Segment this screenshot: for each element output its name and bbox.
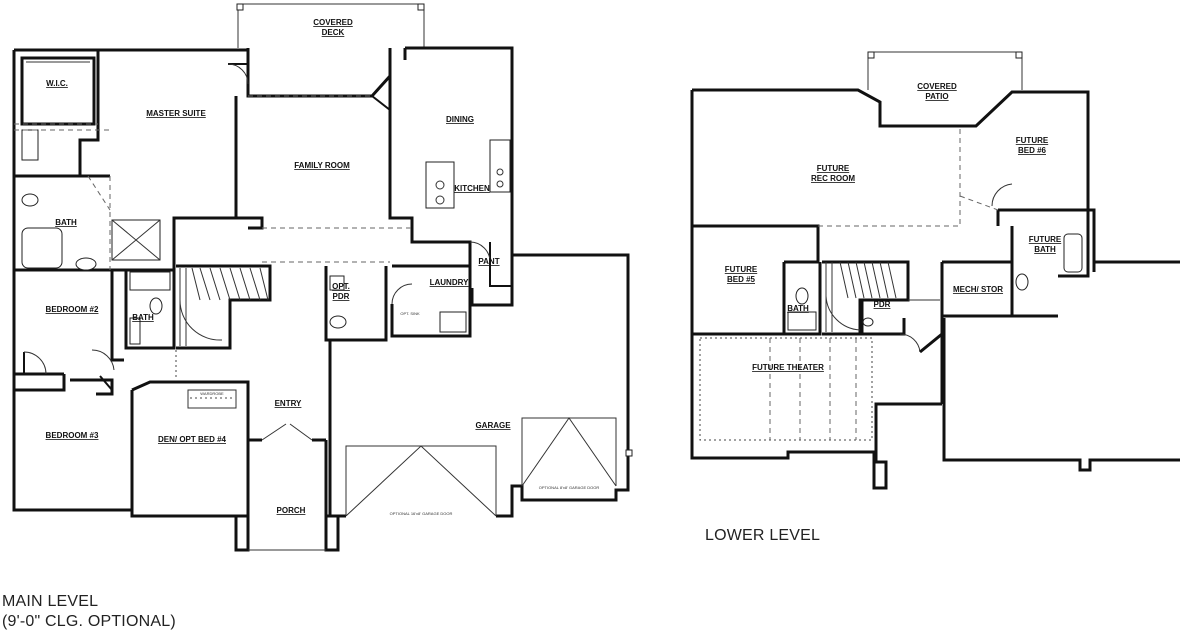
- label-garage: GARAGE: [475, 421, 511, 430]
- label-opt-pdr-line1: OPT.: [332, 282, 350, 291]
- label-covered-deck-line2: DECK: [322, 28, 345, 37]
- lower-level-labels: COVERED PATIO FUTURE REC ROOM FUTURE BED…: [725, 82, 1062, 372]
- label-porch: PORCH: [277, 506, 306, 515]
- label-lower-pdr: PDR: [874, 300, 891, 309]
- label-master-bath: BATH: [55, 218, 77, 227]
- label-covered-patio-line2: PATIO: [925, 92, 948, 101]
- label-rec-room-line1: FUTURE: [817, 164, 850, 173]
- lower-outer-wall: [692, 88, 1090, 210]
- label-den: DEN/ OPT BED #4: [158, 435, 227, 444]
- label-wardrobe: WARDROBE: [200, 391, 224, 396]
- label-laundry: LAUNDRY: [430, 278, 469, 287]
- label-entry: ENTRY: [275, 399, 302, 408]
- main-level-caption: MAIN LEVEL: [2, 593, 99, 610]
- label-wic: W.I.C.: [46, 79, 68, 88]
- label-pantry: PANT: [478, 257, 499, 266]
- label-master-suite: MASTER SUITE: [146, 109, 206, 118]
- label-dining: DINING: [446, 115, 474, 124]
- label-bath-2: BATH: [132, 313, 154, 322]
- label-family-room: FAMILY ROOM: [294, 161, 350, 170]
- label-bed-6-line2: BED #6: [1018, 146, 1047, 155]
- label-bed-5-line1: FUTURE: [725, 265, 758, 274]
- label-lower-bath: BATH: [787, 304, 809, 313]
- label-future-theater: FUTURE THEATER: [752, 363, 824, 372]
- label-future-bath-line2: BATH: [1034, 245, 1056, 254]
- label-covered-patio-line1: COVERED: [917, 82, 957, 91]
- main-level-labels: COVERED DECK W.I.C. MASTER SUITE FAMILY …: [46, 18, 600, 516]
- covered-deck-outline: [237, 3, 425, 48]
- label-bed-6-line1: FUTURE: [1016, 136, 1049, 145]
- label-garage-door-8: OPTIONAL 8'x8' GARAGE DOOR: [539, 485, 600, 490]
- covered-patio-outline: [867, 51, 1023, 90]
- label-bedroom-2: BEDROOM #2: [46, 305, 99, 314]
- main-level-ceiling-note: (9'-0" CLG. OPTIONAL): [2, 613, 176, 630]
- label-garage-door-16: OPTIONAL 16'x8' GARAGE DOOR: [390, 511, 453, 516]
- main-level-plan: [12, 3, 633, 552]
- label-bedroom-3: BEDROOM #3: [46, 431, 99, 440]
- label-rec-room-line2: REC ROOM: [811, 174, 855, 183]
- label-opt-pdr-line2: PDR: [333, 292, 350, 301]
- label-covered-deck-line1: COVERED: [313, 18, 353, 27]
- label-kitchen: KITCHEN: [454, 184, 490, 193]
- label-bed-5-line2: BED #5: [727, 275, 756, 284]
- lower-level-caption: LOWER LEVEL: [705, 527, 821, 544]
- label-opt-sink: OPT. SINK: [400, 311, 420, 316]
- lower-level-plan: [690, 51, 1180, 490]
- label-mech-stor: MECH/ STOR: [953, 285, 1003, 294]
- label-future-bath-line1: FUTURE: [1029, 235, 1062, 244]
